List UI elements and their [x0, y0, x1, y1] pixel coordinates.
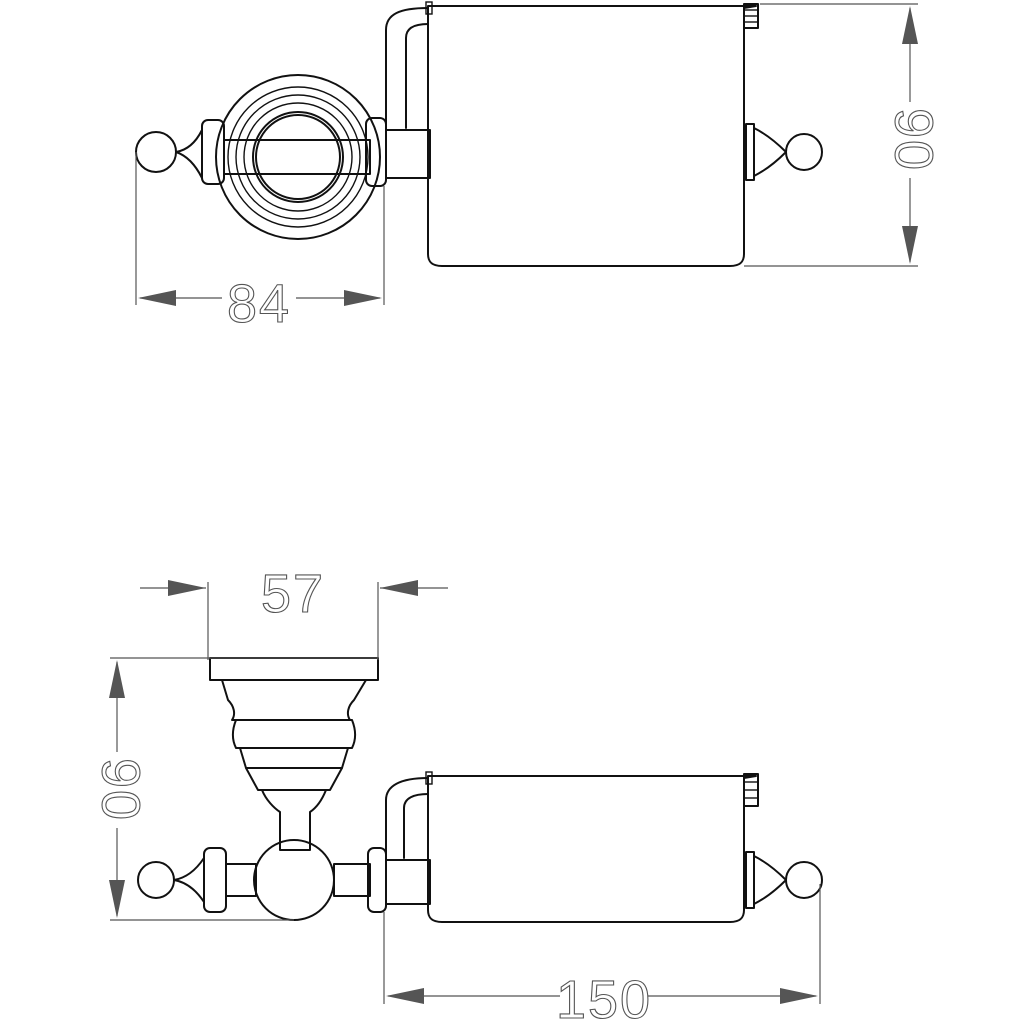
dimension-label-57: 57	[261, 564, 325, 624]
top-view: 84 90	[135, 1, 944, 335]
cup-holder	[209, 657, 379, 851]
dimension-90-top: 90	[744, 3, 944, 267]
paper-cover-bottom	[425, 771, 759, 923]
right-finial-bottom	[745, 851, 823, 909]
arm-bottom	[385, 777, 431, 905]
dimension-57: 57	[140, 563, 448, 660]
shaft-bottom	[333, 863, 371, 897]
left-finial-top	[135, 119, 225, 185]
right-finial-top	[745, 123, 823, 181]
dimension-label-90-bottom: 90	[91, 758, 151, 822]
rosette-top	[215, 74, 381, 240]
left-finial-bottom	[137, 847, 257, 913]
dimension-label-84: 84	[227, 274, 291, 334]
dimension-label-90-top: 90	[884, 108, 944, 172]
arm-top	[385, 7, 431, 179]
dimension-84: 84	[135, 152, 385, 335]
paper-cover-top	[425, 1, 759, 267]
bottom-view: 57 90 150	[90, 563, 823, 1024]
center-ball	[253, 839, 335, 921]
dimension-label-150: 150	[556, 970, 652, 1024]
dimension-90-bottom: 90	[90, 657, 378, 921]
dimension-150: 150	[383, 884, 821, 1024]
